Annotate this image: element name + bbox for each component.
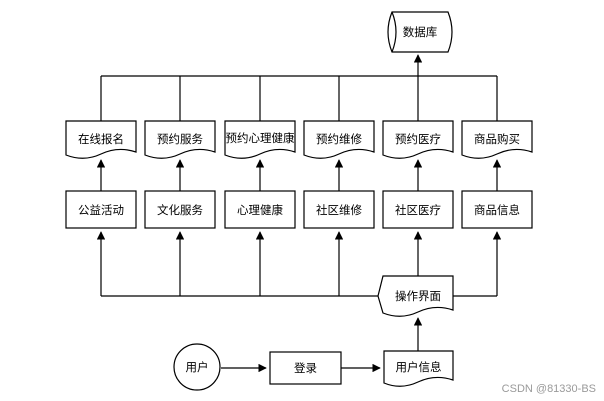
login-label: 登录	[294, 361, 317, 375]
user-label: 用户	[185, 360, 209, 374]
database-shape	[387, 11, 453, 53]
function-label-booking-mental-health: 预约心理健康	[225, 131, 295, 145]
bottom-flow	[221, 317, 423, 373]
info-label-culture-service: 文化服务	[157, 202, 203, 217]
info-label-community-repair: 社区维修	[316, 202, 362, 217]
info-to-function-arrows	[96, 159, 502, 191]
function-label-booking-medical: 预约医疗	[395, 132, 441, 146]
user-info-shape	[383, 350, 454, 387]
function-label-booking-repair: 预约维修	[316, 132, 362, 146]
user-info-label: 用户信息	[395, 360, 442, 374]
operation-ui-label: 操作界面	[395, 289, 441, 303]
database-shape-edge	[391, 11, 397, 53]
watermark: CSDN @81330-BS	[501, 383, 596, 395]
info-label-community-medical: 社区医疗	[395, 202, 441, 217]
function-label-online-signup: 在线报名	[78, 132, 124, 146]
info-label-mental-health: 心理健康	[237, 202, 283, 217]
user-circle	[173, 343, 221, 391]
login-box	[269, 351, 342, 385]
info-boxes	[65, 190, 533, 229]
info-label-product-info: 商品信息	[474, 202, 520, 217]
operation-ui-shape	[377, 275, 454, 317]
collector-to-database	[100, 54, 498, 121]
info-label-charity-activities: 公益活动	[78, 202, 124, 217]
database-label: 数据库	[402, 25, 438, 39]
function-label-booking-service: 预约服务	[157, 132, 203, 146]
function-documents	[65, 120, 533, 159]
function-label-product-purchase: 商品购买	[474, 132, 520, 146]
